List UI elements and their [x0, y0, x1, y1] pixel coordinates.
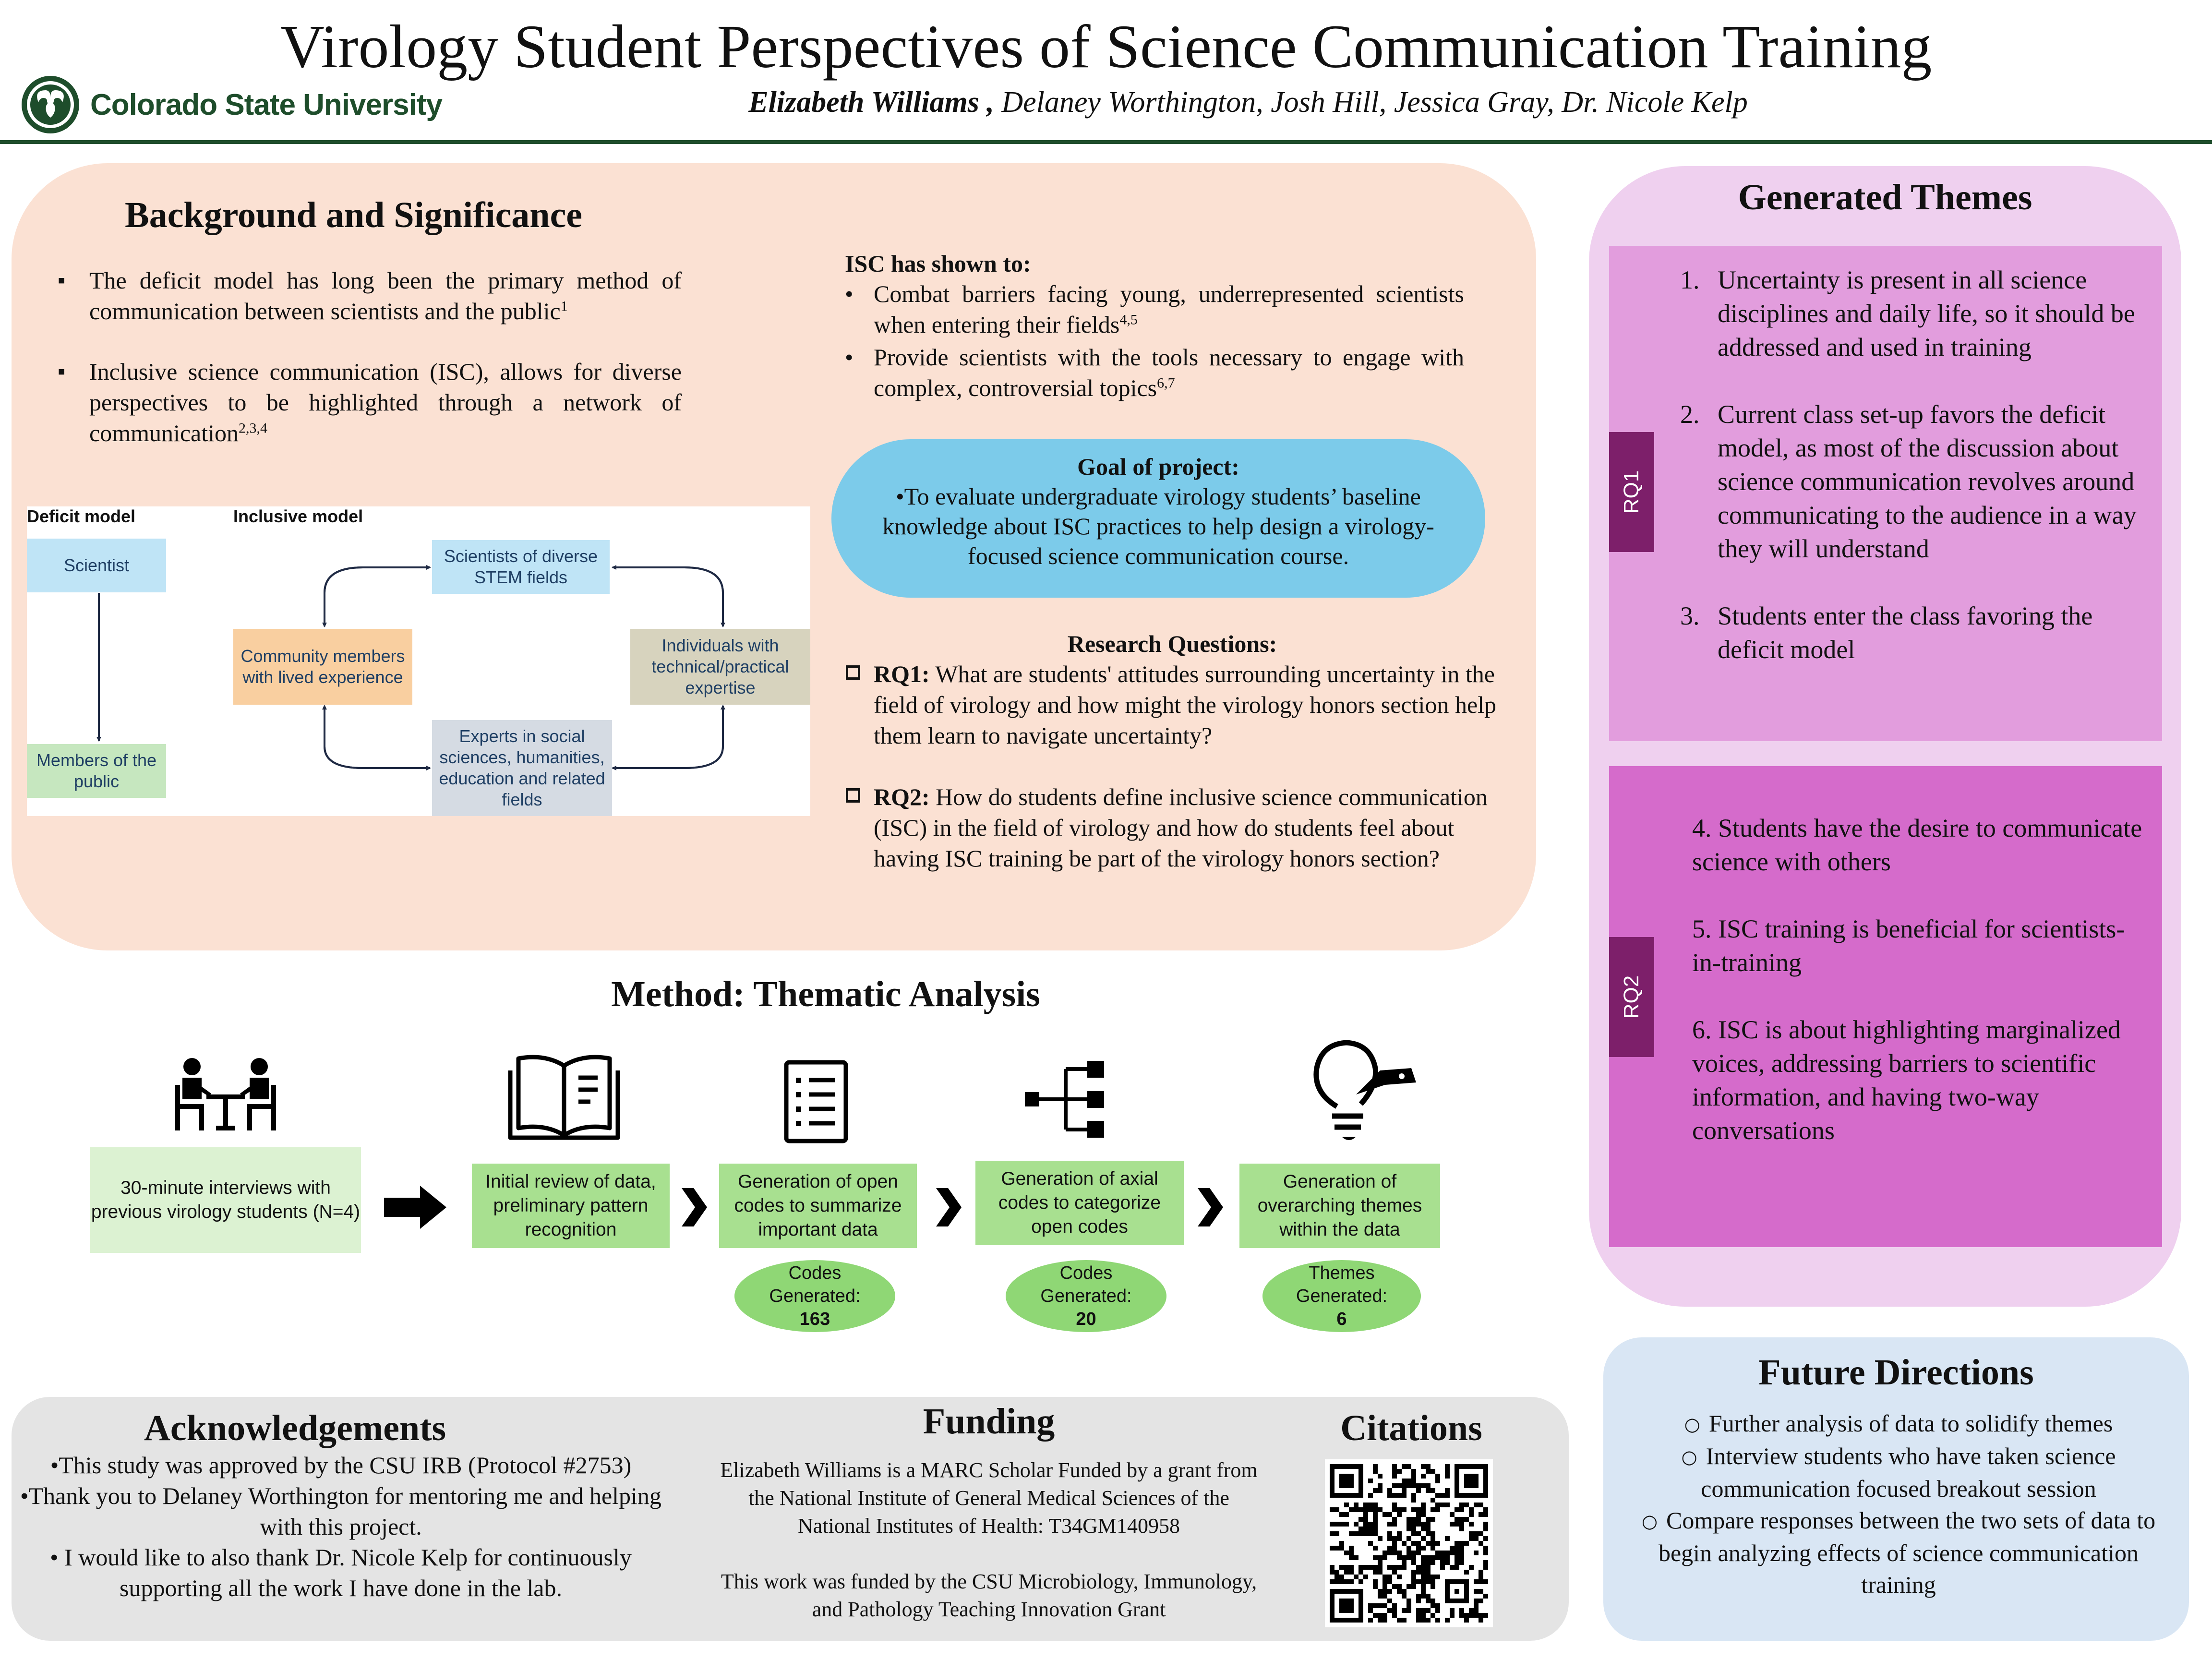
future-directions-panel	[1603, 1337, 2189, 1641]
list-item: Inclusive science communication (ISC), a…	[58, 356, 682, 448]
interview-icon	[175, 1058, 276, 1130]
chevron-right-icon	[1198, 1188, 1223, 1226]
circle-bullet-icon: ○	[1641, 1511, 1658, 1532]
funding-heading: Funding	[923, 1401, 1055, 1442]
scientist-box: Scientist	[27, 539, 166, 592]
csu-logo: Colorado State University	[19, 71, 443, 138]
list-item: •Thank you to Delaney Worthington for me…	[20, 1482, 661, 1540]
co-authors: Delaney Worthington, Josh Hill, Jessica …	[994, 86, 1748, 119]
arrow-right-icon	[384, 1186, 446, 1229]
list-item: 5. ISC training is beneficial for scient…	[1692, 914, 2125, 977]
list-item: 3.Students enter the class favoring the …	[1680, 601, 2093, 664]
funding-paragraph: Elizabeth Williams is a MARC Scholar Fun…	[720, 1458, 1258, 1538]
list-item: 4. Students have the desire to communica…	[1692, 814, 2142, 876]
deficit-model-label: Deficit model	[27, 506, 136, 526]
experts-box: Experts in social sciences, humanities, …	[432, 720, 612, 816]
list-item: •This study was approved by the CSU IRB …	[50, 1452, 632, 1479]
lightbulb-icon	[1313, 1040, 1416, 1140]
header-divider	[0, 140, 2212, 144]
research-questions-list: RQ1: What are students' attitudes surrou…	[845, 659, 1507, 904]
stem-box: Scientists of diverse STEM fields	[432, 540, 610, 594]
logo-wordmark: Colorado State University	[90, 88, 443, 121]
chevron-right-icon	[936, 1188, 962, 1226]
list-item: The deficit model has long been the prim…	[58, 265, 682, 326]
checkbox-icon	[846, 788, 860, 803]
future-directions-list: ○Further analysis of data to solidify th…	[1623, 1407, 2175, 1600]
list-item: 2.Current class set-up favors the defici…	[1680, 400, 2137, 563]
themes-heading: Generated Themes	[1738, 177, 2032, 217]
list-item: ○Compare responses between the two sets …	[1641, 1507, 2156, 1598]
goal-text: •To evaluate undergraduate virology stud…	[882, 483, 1434, 569]
circle-bullet-icon: ○	[1681, 1446, 1697, 1467]
axial-codes-step: Generation of axial codes to categorize …	[975, 1161, 1184, 1245]
list-item: Provide scientists with the tools necess…	[845, 342, 1464, 403]
background-bullets: The deficit model has long been the prim…	[58, 265, 682, 478]
model-diagram: Deficit model Inclusive model Scientist …	[27, 506, 810, 816]
diagram-arrows	[96, 565, 725, 770]
rq2-themes-box	[1609, 766, 2162, 1247]
circle-bullet-icon: ○	[1684, 1414, 1700, 1435]
author-list: Elizabeth Williams , Delaney Worthington…	[552, 85, 1944, 120]
poster-title: Virology Student Perspectives of Science…	[280, 12, 1932, 81]
list-item: ○Interview students who have taken scien…	[1681, 1443, 2116, 1502]
open-codes-step: Generation of open codes to summarize im…	[719, 1164, 917, 1248]
checklist-icon	[784, 1060, 848, 1143]
individuals-box: Individuals with technical/practical exp…	[630, 629, 810, 705]
initial-review-step: Initial review of data, preliminary patt…	[472, 1164, 670, 1248]
hierarchy-icon	[1025, 1061, 1104, 1138]
rq2-tag: RQ2	[1609, 937, 1654, 1057]
bottom-panel	[12, 1397, 1569, 1641]
ram-logo-icon	[22, 76, 79, 133]
goal-bubble: Goal of project: •To evaluate undergradu…	[831, 439, 1485, 598]
rq1-tag: RQ1	[1609, 432, 1654, 552]
list-item: • I would like to also thank Dr. Nicole …	[50, 1544, 632, 1601]
inclusive-model-label: Inclusive model	[233, 506, 363, 526]
chevron-right-icon	[682, 1188, 707, 1226]
members-box: Members of the public	[27, 744, 166, 798]
acknowledgements-heading: Acknowledgements	[144, 1408, 446, 1448]
list-item: RQ2: How do students define inclusive sc…	[845, 781, 1507, 874]
list-item: Combat barriers facing young, underrepre…	[845, 278, 1464, 340]
book-icon	[508, 1055, 620, 1140]
list-item: RQ1: What are students' attitudes surrou…	[845, 659, 1507, 751]
lead-author: Elizabeth Williams ,	[748, 86, 994, 119]
rq2-themes-list: 4. Students have the desire to communica…	[1692, 811, 2153, 1181]
interviews-step: 30-minute interviews with previous virol…	[90, 1147, 361, 1253]
research-questions-heading: Research Questions:	[1067, 630, 1277, 657]
isc-list: Combat barriers facing young, underrepre…	[845, 278, 1464, 405]
funding-text: Elizabeth Williams is a MARC Scholar Fun…	[710, 1456, 1267, 1623]
goal-heading: Goal of project:	[1077, 453, 1239, 480]
future-directions-heading: Future Directions	[1758, 1352, 2034, 1393]
themes-step: Generation of overarching themes within …	[1239, 1164, 1440, 1248]
background-heading: Background and Significance	[125, 195, 583, 235]
isc-heading: ISC has shown to:	[845, 250, 1031, 277]
list-item: ○Further analysis of data to solidify th…	[1684, 1410, 2113, 1437]
method-heading: Method: Thematic Analysis	[611, 974, 1040, 1014]
rq1-themes-list: 1.Uncertainty is present in all science …	[1671, 263, 2151, 700]
checkbox-icon	[846, 665, 860, 680]
list-item: 6. ISC is about highlighting marginalize…	[1692, 1015, 2121, 1145]
list-item: 1.Uncertainty is present in all science …	[1680, 265, 2135, 361]
rq1-themes-box	[1609, 246, 2162, 741]
community-box: Community members with lived experience	[233, 629, 412, 705]
funding-paragraph: This work was funded by the CSU Microbio…	[721, 1570, 1257, 1621]
acknowledgements-text: •This study was approved by the CSU IRB …	[19, 1450, 662, 1603]
qr-code-icon[interactable]	[1325, 1459, 1493, 1627]
citations-heading: Citations	[1340, 1408, 1482, 1448]
